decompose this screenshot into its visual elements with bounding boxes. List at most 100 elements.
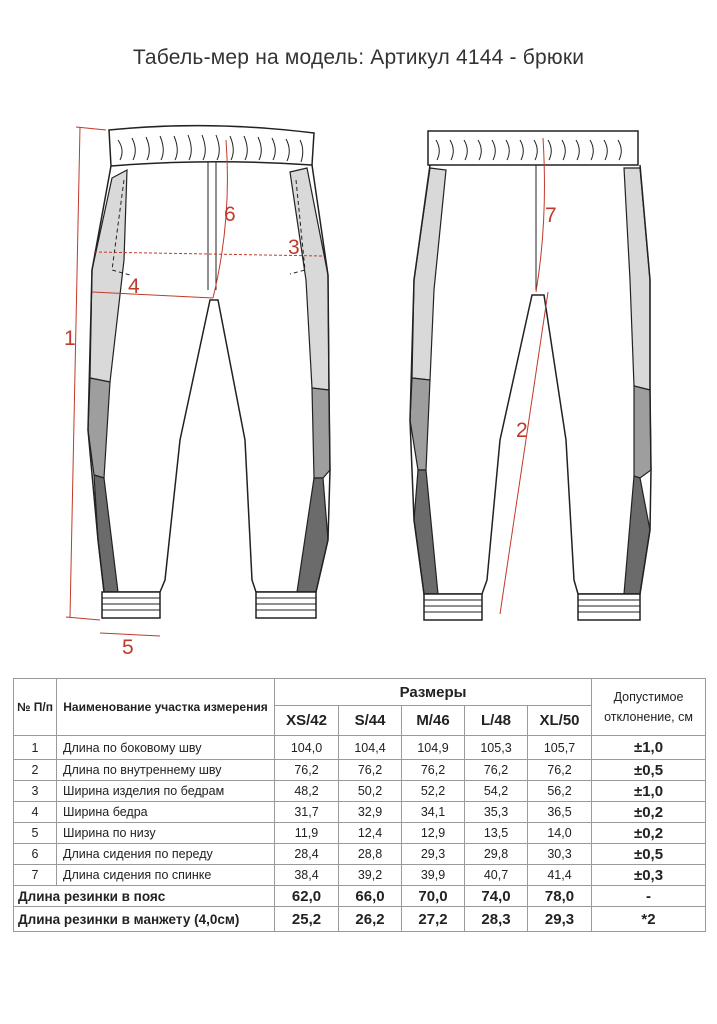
cell-tolerance: ±1,0 — [591, 735, 707, 760]
table-row: Длина резинки в манжету (4,0см) 25,2 26,… — [13, 906, 707, 932]
front-waistband — [108, 124, 315, 167]
table-row: 4 Ширина бедра 31,7 32,9 34,1 35,3 36,5 … — [13, 801, 707, 823]
front-right-panel-mid — [311, 387, 331, 479]
front-right-panel-light — [289, 167, 330, 391]
cell-tolerance: - — [591, 885, 707, 907]
cell-value: 76,2 — [338, 759, 402, 781]
cell-value: 36,5 — [526, 801, 593, 823]
cell-value: 78,0 — [526, 885, 593, 907]
cell-tolerance: ±1,0 — [591, 780, 707, 802]
back-view — [409, 130, 652, 621]
cell-value: 76,2 — [401, 759, 465, 781]
size-header: XL/50 — [526, 705, 593, 736]
cell-value: 76,2 — [274, 759, 339, 781]
size-header: L/48 — [464, 705, 528, 736]
cell-value: 13,5 — [464, 822, 528, 844]
label-2: 2 — [516, 419, 528, 442]
label-5: 5 — [122, 636, 134, 659]
cell-tolerance: ±0,2 — [591, 822, 707, 844]
measure-line-6 — [212, 139, 228, 299]
cell-value: 34,1 — [401, 801, 465, 823]
cell-value: 50,2 — [338, 780, 402, 802]
back-waistband — [427, 130, 639, 166]
front-measurements — [65, 126, 323, 637]
front-view — [87, 124, 331, 619]
table-row: 5 Ширина по низу 11,9 12,4 12,9 13,5 14,… — [13, 822, 707, 844]
table-row: 7 Длина сидения по спинке 38,4 39,2 39,9… — [13, 864, 707, 886]
label-1: 1 — [64, 327, 76, 350]
measure-line-4 — [91, 291, 214, 299]
cell-value: 32,9 — [338, 801, 402, 823]
cell-value: 12,9 — [401, 822, 465, 844]
front-left-cuff — [101, 591, 161, 619]
label-7: 7 — [545, 204, 557, 227]
label-6: 6 — [224, 203, 236, 226]
cell-value: 104,9 — [401, 735, 465, 760]
cell-value: 29,3 — [526, 906, 593, 932]
cell-value: 35,3 — [464, 801, 528, 823]
cell-value: 28,8 — [338, 843, 402, 865]
size-header: XS/42 — [274, 705, 339, 736]
row-name: Ширина изделия по бедрам — [56, 780, 275, 802]
cell-value: 76,2 — [464, 759, 528, 781]
row-num: 5 — [13, 822, 57, 844]
page-title: Табель-мер на модель: Артикул 4144 - брю… — [132, 46, 585, 69]
size-header: M/46 — [401, 705, 465, 736]
cell-value: 11,9 — [274, 822, 339, 844]
back-right-panel-dark — [623, 475, 651, 595]
header-tolerance: Допустимое отклонение, см — [591, 678, 707, 736]
label-4: 4 — [128, 275, 140, 298]
header-name: Наименование участка измерения — [56, 678, 275, 736]
cell-tolerance: ±0,3 — [591, 864, 707, 886]
row-name: Длина по боковому шву — [56, 735, 275, 760]
cell-value: 12,4 — [338, 822, 402, 844]
cell-value: 76,2 — [526, 759, 593, 781]
front-right-cuff — [255, 591, 317, 619]
cell-value: 29,3 — [401, 843, 465, 865]
cell-value: 39,2 — [338, 864, 402, 886]
row-name: Длина резинки в манжету (4,0см) — [13, 906, 275, 932]
row-num: 2 — [13, 759, 57, 781]
cell-value: 31,7 — [274, 801, 339, 823]
cell-tolerance: *2 — [591, 906, 707, 932]
table-row: 3 Ширина изделия по бедрам 48,2 50,2 52,… — [13, 780, 707, 802]
cell-value: 41,4 — [526, 864, 593, 886]
cell-tolerance: ±0,2 — [591, 801, 707, 823]
back-left-panel-mid — [409, 377, 431, 471]
row-num: 6 — [13, 843, 57, 865]
cell-value: 25,2 — [274, 906, 339, 932]
cell-value: 40,7 — [464, 864, 528, 886]
table-row: 1 Длина по боковому шву 104,0 104,4 104,… — [13, 735, 707, 760]
back-outline — [409, 164, 652, 595]
header-sizes: Размеры — [273, 678, 593, 706]
cell-value: 26,2 — [338, 906, 402, 932]
row-name: Ширина бедра — [56, 801, 275, 823]
table-row: Длина резинки в пояс 62,0 66,0 70,0 74,0… — [13, 885, 707, 907]
row-name: Ширина по низу — [56, 822, 275, 844]
back-right-panel-light — [623, 167, 651, 391]
cell-value: 66,0 — [338, 885, 402, 907]
cell-value: 105,3 — [464, 735, 528, 760]
measure-line-2 — [499, 291, 549, 615]
label-3: 3 — [288, 236, 300, 259]
cell-value: 56,2 — [526, 780, 593, 802]
cell-value: 38,4 — [274, 864, 339, 886]
technical-drawing: 1 3 4 5 6 7 2 — [64, 124, 652, 659]
cell-value: 28,3 — [464, 906, 528, 932]
cell-value: 70,0 — [401, 885, 465, 907]
back-left-panel-light — [411, 167, 447, 381]
table-row: 2 Длина по внутреннему шву 76,2 76,2 76,… — [13, 759, 707, 781]
cell-value: 28,4 — [274, 843, 339, 865]
cell-value: 52,2 — [401, 780, 465, 802]
measure-line-1 — [69, 126, 81, 618]
row-num: 1 — [13, 735, 57, 760]
back-measurements — [499, 137, 549, 615]
back-right-cuff — [577, 593, 641, 621]
cell-value: 62,0 — [274, 885, 339, 907]
measurement-table: № П/п Наименование участка измерения Раз… — [13, 678, 707, 932]
cell-tolerance: ±0,5 — [591, 759, 707, 781]
cell-value: 30,3 — [526, 843, 593, 865]
row-name: Длина резинки в пояс — [13, 885, 275, 907]
header-num: № П/п — [13, 678, 57, 736]
cell-value: 54,2 — [464, 780, 528, 802]
